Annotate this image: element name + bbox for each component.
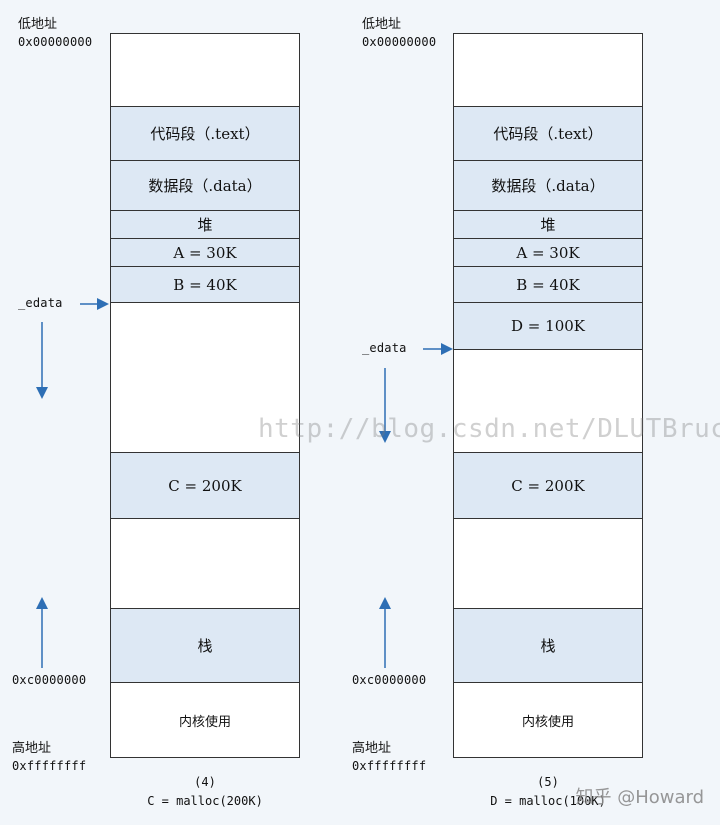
low-address-label-right: 低地址: [362, 17, 402, 32]
caption-code-left: C = malloc(200K): [147, 794, 263, 808]
text-segment: 代码段（.text）: [454, 106, 642, 160]
heap-label-segment: 堆: [111, 210, 299, 238]
high-address-label-right: 高地址: [352, 741, 392, 756]
blog-watermark: http://blog.csdn.net/DLUTBruce: [258, 414, 720, 444]
memory-column-left: 代码段（.text） 数据段（.data） 堆 A = 30K B = 40K …: [110, 33, 300, 758]
gap-region-right: [454, 518, 642, 608]
data-segment: 数据段（.data）: [454, 160, 642, 210]
caption-number-left: (4): [194, 775, 216, 789]
caption-code-right: D = malloc(100K): [490, 794, 606, 808]
high-address-label-left: 高地址: [12, 741, 52, 756]
text-segment: 代码段（.text）: [111, 106, 299, 160]
zhihu-watermark: 知乎 @Howard: [575, 787, 704, 808]
low-address-label-left: 低地址: [18, 17, 58, 32]
kernel-boundary-addr-right: 0xc0000000: [352, 673, 427, 687]
high-address-value-left: 0xffffffff: [12, 759, 87, 773]
block-a: A = 30K: [111, 238, 299, 266]
low-address-value-right: 0x00000000: [362, 35, 437, 49]
block-d: D = 100K: [454, 302, 642, 349]
block-b: B = 40K: [111, 266, 299, 302]
low-address-value-left: 0x00000000: [18, 35, 93, 49]
data-segment: 数据段（.data）: [111, 160, 299, 210]
memory-column-right: 代码段（.text） 数据段（.data） 堆 A = 30K B = 40K …: [453, 33, 643, 758]
gap-region-left: [111, 518, 299, 608]
kernel-segment: 内核使用: [454, 682, 642, 757]
free-region-right: [454, 349, 642, 452]
heap-label-segment: 堆: [454, 210, 642, 238]
caption-number-right: (5): [537, 775, 559, 789]
edata-label-left: _edata: [18, 296, 63, 310]
kernel-segment: 内核使用: [111, 682, 299, 757]
kernel-boundary-addr-left: 0xc0000000: [12, 673, 87, 687]
high-address-value-right: 0xffffffff: [352, 759, 427, 773]
block-c: C = 200K: [111, 452, 299, 518]
stack-segment: 栈: [111, 608, 299, 682]
free-region-left: [111, 302, 299, 452]
edata-label-right: _edata: [362, 341, 407, 355]
block-b: B = 40K: [454, 266, 642, 302]
block-a: A = 30K: [454, 238, 642, 266]
block-c: C = 200K: [454, 452, 642, 518]
stack-segment: 栈: [454, 608, 642, 682]
